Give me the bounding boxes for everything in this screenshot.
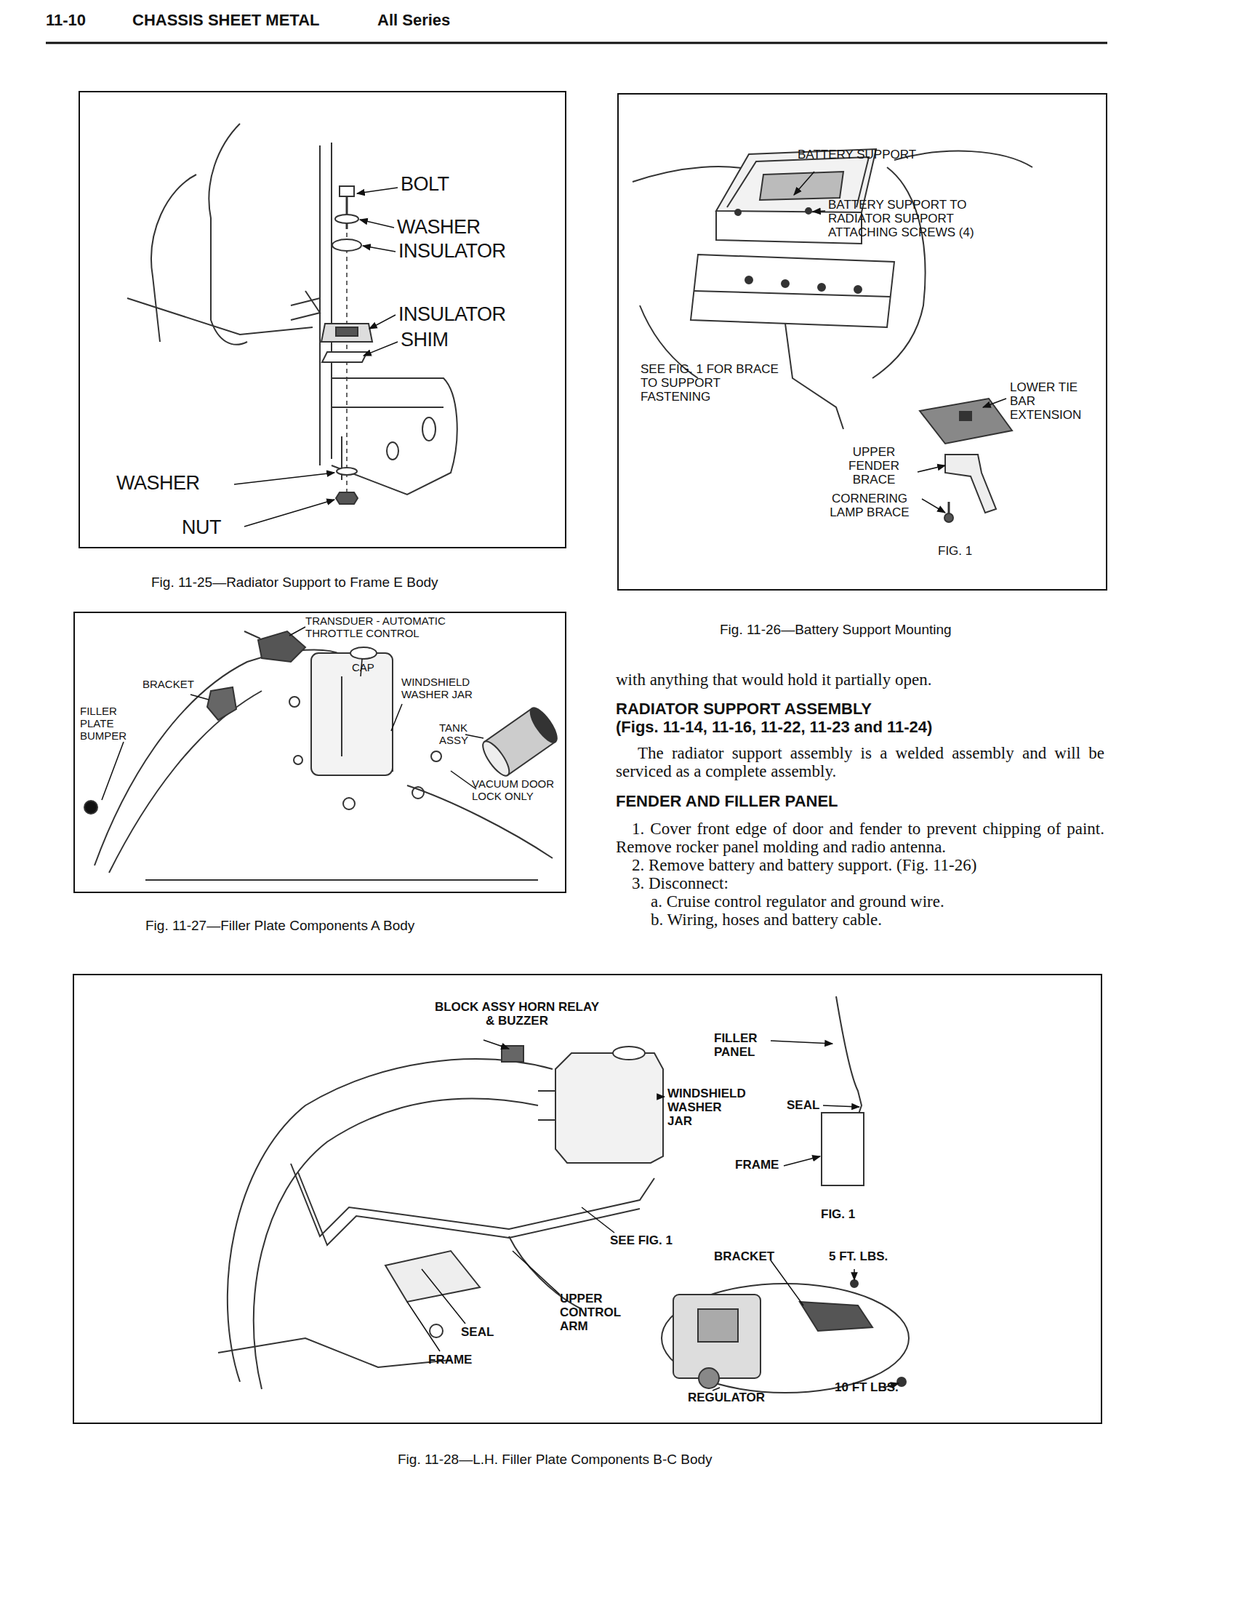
figure-label: FIG. 1: [820, 1206, 856, 1221]
body-text: with anything that would hold it partial…: [615, 670, 1105, 689]
part-label: CORNERING LAMP BRACE: [818, 491, 921, 520]
page-header: CHASSIS SHEET METAL: [132, 11, 320, 30]
body-text: a. Cruise control regulator and ground w…: [650, 892, 1102, 911]
filler-plate-bc-sketch: [218, 996, 909, 1393]
section-heading: RADIATOR SUPPORT ASSEMBLY: [615, 700, 872, 719]
note: SEE FIG. 1 FOR BRACE TO SUPPORT FASTENIN…: [640, 362, 779, 404]
part-label: BOLT: [400, 173, 450, 195]
part-label: BATTERY SUPPORT: [797, 147, 917, 162]
series-note: All Series: [377, 11, 451, 30]
section-heading: FENDER AND FILLER PANEL: [615, 792, 839, 811]
part-label: SEAL: [786, 1097, 820, 1112]
body-text: 2. Remove battery and battery support. (…: [631, 855, 1105, 874]
part-label: SEAL: [460, 1324, 494, 1339]
figure-caption: Fig. 11-27—Filler Plate Components A Bod…: [145, 917, 415, 933]
figure-caption: Fig. 11-26—Battery Support Mounting: [719, 621, 952, 637]
part-label: TANK ASSY: [439, 721, 483, 747]
part-label: BLOCK ASSY HORN RELAY & BUZZER: [433, 999, 601, 1028]
figure-label: FIG. 1: [937, 543, 973, 558]
part-label: FRAME: [735, 1157, 779, 1172]
part-label: LOWER TIE BAR EXTENSION: [1009, 380, 1101, 422]
body-text: 3. Disconnect:: [631, 873, 1105, 893]
part-label: BATTERY SUPPORT TO RADIATOR SUPPORT ATTA…: [828, 197, 985, 240]
part-label: TRANSDUER - AUTOMATIC THROTTLE CONTROL: [305, 615, 459, 640]
part-label: FILLER PANEL: [713, 1030, 769, 1059]
part-label: UPPER FENDER BRACE: [830, 444, 918, 487]
battery-support-sketch: [632, 149, 1033, 523]
section-heading: (Figs. 11-14, 11-16, 11-22, 11-23 and 11…: [615, 718, 933, 737]
torque-value: 10 FT LBS.: [834, 1379, 899, 1394]
part-label: WASHER: [396, 215, 481, 238]
filler-plate-a-sketch: [84, 631, 562, 880]
part-label: BRACKET: [713, 1249, 775, 1263]
part-label: WINDSHIELD WASHER JAR: [667, 1086, 748, 1128]
part-label: INSULATOR: [398, 303, 507, 325]
note: SEE FIG. 1: [610, 1233, 673, 1247]
figure-caption: Fig. 11-25—Radiator Support to Frame E B…: [151, 574, 439, 590]
part-label: CAP: [351, 661, 375, 674]
figure-caption: Fig. 11-28—L.H. Filler Plate Components …: [397, 1451, 713, 1467]
part-label: INSULATOR: [398, 239, 507, 262]
torque-value: 5 FT. LBS.: [828, 1249, 888, 1263]
part-label: WINDSHIELD WASHER JAR: [401, 676, 485, 701]
part-label: REGULATOR: [687, 1390, 765, 1404]
part-label: FRAME: [428, 1352, 472, 1367]
body-text: The radiator support assembly is a welde…: [615, 743, 1105, 781]
part-label: FILLER PLATE BUMPER: [79, 705, 142, 742]
part-label: VACUUM DOOR LOCK ONLY: [471, 777, 556, 803]
part-label: BRACKET: [142, 678, 195, 691]
body-text: 1. Cover front edge of door and fender t…: [615, 819, 1105, 856]
page-number: 11-10: [45, 11, 86, 30]
part-label: NUT: [181, 516, 222, 539]
part-label: SHIM: [400, 328, 449, 351]
body-text: b. Wiring, hoses and battery cable.: [650, 910, 1102, 929]
part-label: UPPER CONTROL ARM: [559, 1291, 618, 1333]
part-label: WASHER: [116, 471, 200, 494]
